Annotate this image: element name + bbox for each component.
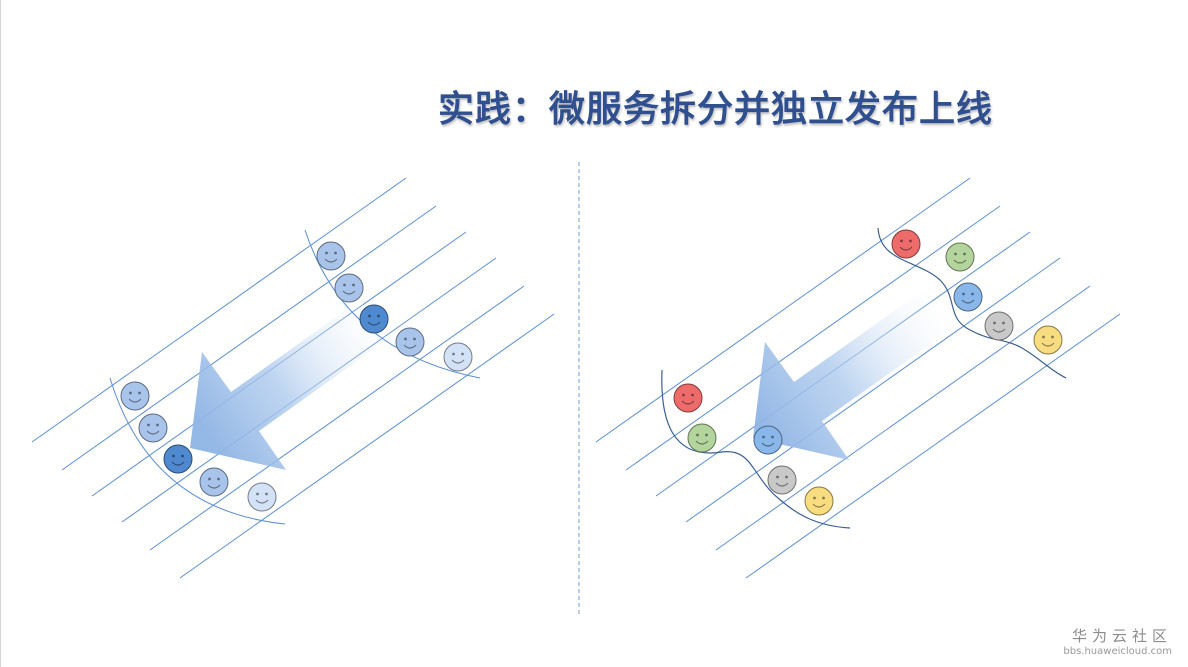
panel-monolith (31, 177, 555, 579)
smiley-face-icon (767, 465, 797, 495)
smiley-face-icon (334, 273, 364, 303)
watermark-url: bbs.huaweicloud.com (1063, 646, 1172, 657)
guide-line (149, 285, 525, 551)
guide-line (595, 177, 971, 443)
smiley-face-icon (138, 413, 168, 443)
service-group-after (673, 383, 834, 516)
smiley-face-icon (945, 242, 975, 272)
service-boundary-curve (877, 227, 1067, 379)
guide-line (31, 177, 407, 443)
watermark-name: 华为云社区 (1071, 627, 1172, 645)
service-group-after (120, 381, 277, 512)
guide-line (715, 285, 1091, 551)
smiley-face-icon (163, 444, 193, 474)
smiley-face-icon (804, 486, 834, 516)
smiley-face-icon (395, 327, 425, 357)
guide-line (61, 205, 437, 471)
service-boundary-curve (661, 369, 851, 529)
watermark: 华为云社区 bbs.huaweicloud.com (1063, 625, 1172, 657)
smiley-face-icon (443, 342, 473, 372)
guide-line (179, 313, 555, 579)
smiley-face-icon (199, 467, 229, 497)
group-boundary-arc (109, 377, 286, 525)
slide-left-border (0, 0, 1, 667)
smiley-face-icon (753, 425, 783, 455)
service-group-before (316, 241, 473, 372)
smiley-face-icon (359, 304, 389, 334)
smiley-face-icon (316, 241, 346, 271)
guide-line (625, 205, 1001, 471)
flow-arrow (753, 290, 952, 460)
smiley-face-icon (673, 383, 703, 413)
smiley-face-icon (247, 482, 277, 512)
service-group-before (891, 229, 1063, 355)
flow-arrow (190, 300, 388, 470)
smiley-face-icon (984, 311, 1014, 341)
slide-title: 实践：微服务拆分并独立发布上线 (438, 89, 994, 130)
smiley-face-icon (953, 282, 983, 312)
smiley-face-icon (1033, 325, 1063, 355)
panel-microservices (595, 177, 1121, 579)
smiley-face-icon (891, 229, 921, 259)
smiley-face-icon (687, 423, 717, 453)
guide-line (745, 313, 1121, 579)
guide-line (685, 257, 1061, 523)
smiley-face-icon (120, 381, 150, 411)
